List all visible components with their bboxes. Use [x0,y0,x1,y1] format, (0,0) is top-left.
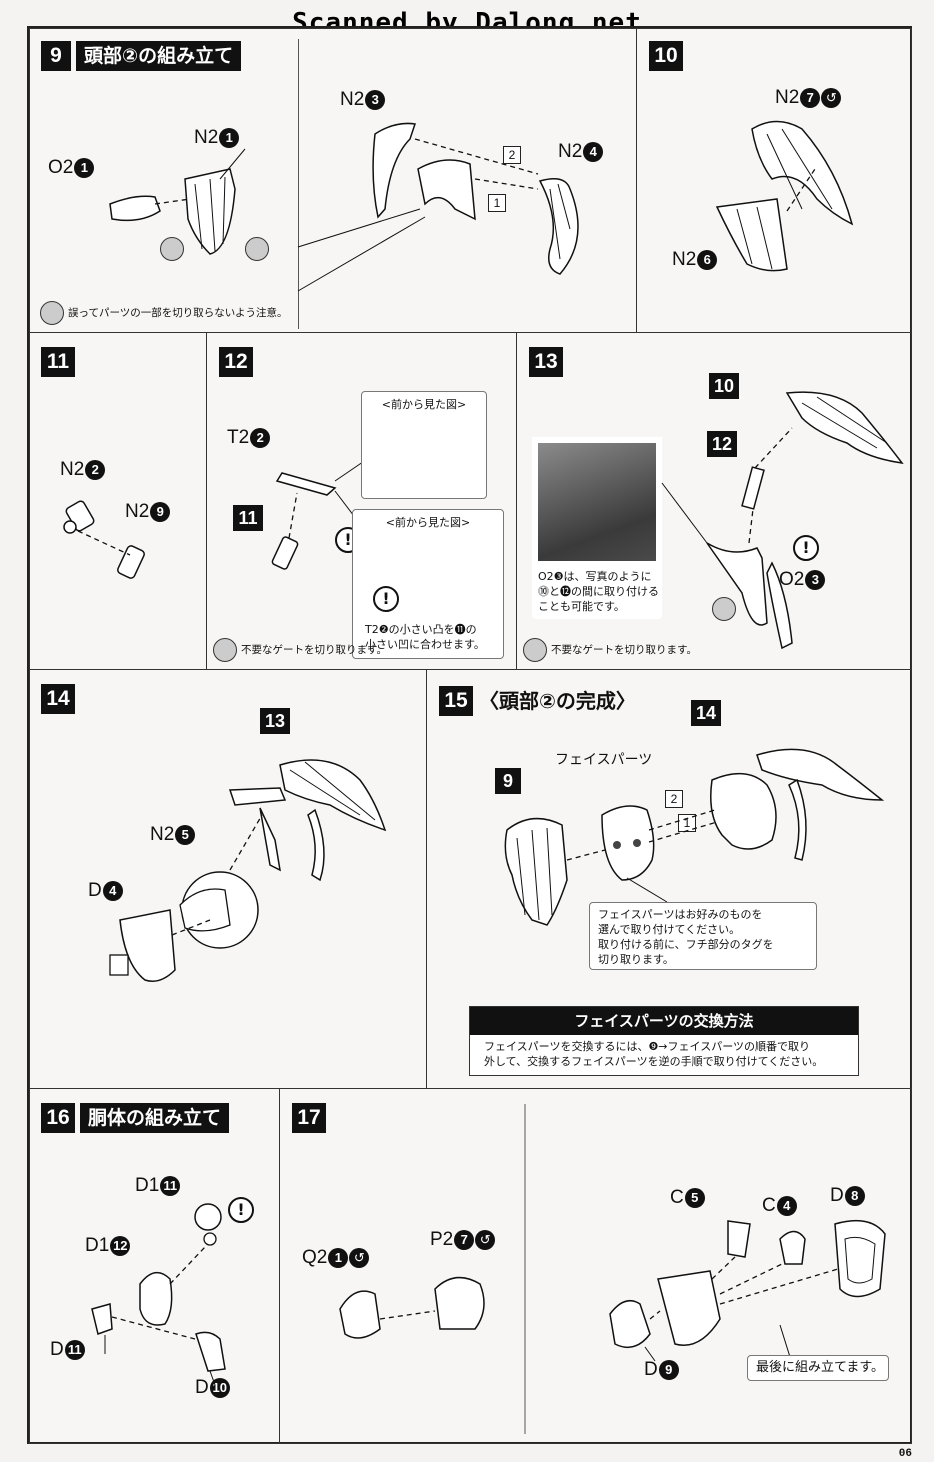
last-assembly-note: 最後に組み立てます。 [747,1355,889,1381]
caution-note: 誤ってパーツの一部を切り取らないよう注意。 [68,307,288,319]
hair-part-drawing [109,122,579,292]
gate-note: 不要なゲートを切り取ります。 [241,644,387,656]
callout-title: <前から見た図> [381,398,467,411]
step-number: 17 [292,1103,326,1133]
gate-cut-icon [245,237,269,261]
step-number: 14 [41,684,75,714]
face-exchange-text: フェイスパーツを交換するには、❾→フェイスパーツの順番で取り 外して、交換するフ… [484,1040,824,1068]
torso-part-drawing [91,1203,226,1386]
gate-mark-icon: ↺ [349,1248,370,1268]
step-title: 〈頭部②の完成〉 [479,689,636,713]
callout-note: T2❷の小さい凸を⓫の 小さい凹に合わせます。 [365,623,485,651]
front-view-callout-bottom: <前から見た図> ! T2❷の小さい凸を⓫の 小さい凹に合わせます。 [352,509,504,659]
panel-divider [298,39,299,329]
step-number: 13 [529,347,563,377]
face-exchange-box: フェイスパーツの交換方法 フェイスパーツを交換するには、❾→フェイスパーツの順番… [469,1006,859,1076]
step-title: 胴体の組み立て [80,1103,230,1133]
gate-cut-icon [160,237,184,261]
step-number: 10 [649,41,683,71]
caution-icon [40,301,64,325]
head-assembly-drawing [109,759,387,982]
gate-cut-icon [712,597,736,621]
gate-cut-icon [523,638,547,662]
face-part-note: フェイスパーツはお好みのものを 選んで取り付けてください。 取り付ける前に、フチ… [589,902,817,970]
reference-part-13: 13 [260,708,290,734]
step-number: 15 [439,686,473,716]
photo-caption: O2❸は、写真のように ⓾と⓬の間に取り付ける ことも可能です。 [532,561,662,619]
step-number: 12 [219,347,253,377]
head-completion-drawing [504,748,885,926]
order-marker-2: 2 [665,790,683,808]
callout-title: <前から見た図> [385,516,471,529]
reference-part-11: 11 [233,505,263,531]
step-13-panel: 13 O2❸は、写真のように ⓾と⓬の間に取り付ける ことも可能です。 10 1… [516,332,912,670]
order-marker-2: 2 [503,146,521,164]
step-15-panel: 15 〈頭部②の完成〉 9 14 フェイスパーツ 2 1 フェイスパーツはお好み… [426,669,912,1089]
chest-assembly-drawing [339,1104,886,1434]
gate-mark-icon: ↺ [821,88,842,108]
face-part-label: フェイスパーツ [555,751,653,767]
face-exchange-title: フェイスパーツの交換方法 [470,1007,858,1035]
joint-part-drawing [63,500,145,579]
step-title: 頭部②の組み立て [76,41,242,71]
reference-part-12: 12 [707,431,737,457]
page-number: 06 [898,1448,912,1460]
reference-part-14: 14 [691,700,721,726]
gate-note: 不要なゲートを切り取ります。 [551,644,697,656]
step-number: 16 [41,1103,75,1133]
caution-exclamation-icon: ! [793,535,819,561]
front-view-callout-top: <前から見た図> [361,391,487,499]
step-number: 9 [41,41,71,71]
caution-exclamation-icon: ! [373,586,399,612]
hair-assembly-drawing [661,391,904,650]
caution-exclamation-icon: ! [228,1197,254,1223]
gate-cut-icon [213,638,237,662]
reference-part-10: 10 [709,373,739,399]
gate-mark-icon: ↺ [475,1230,496,1250]
reference-part-9: 9 [495,768,521,794]
hair-part-drawing [715,120,854,272]
step-number: 11 [41,347,75,377]
order-marker-1: 1 [488,194,506,212]
